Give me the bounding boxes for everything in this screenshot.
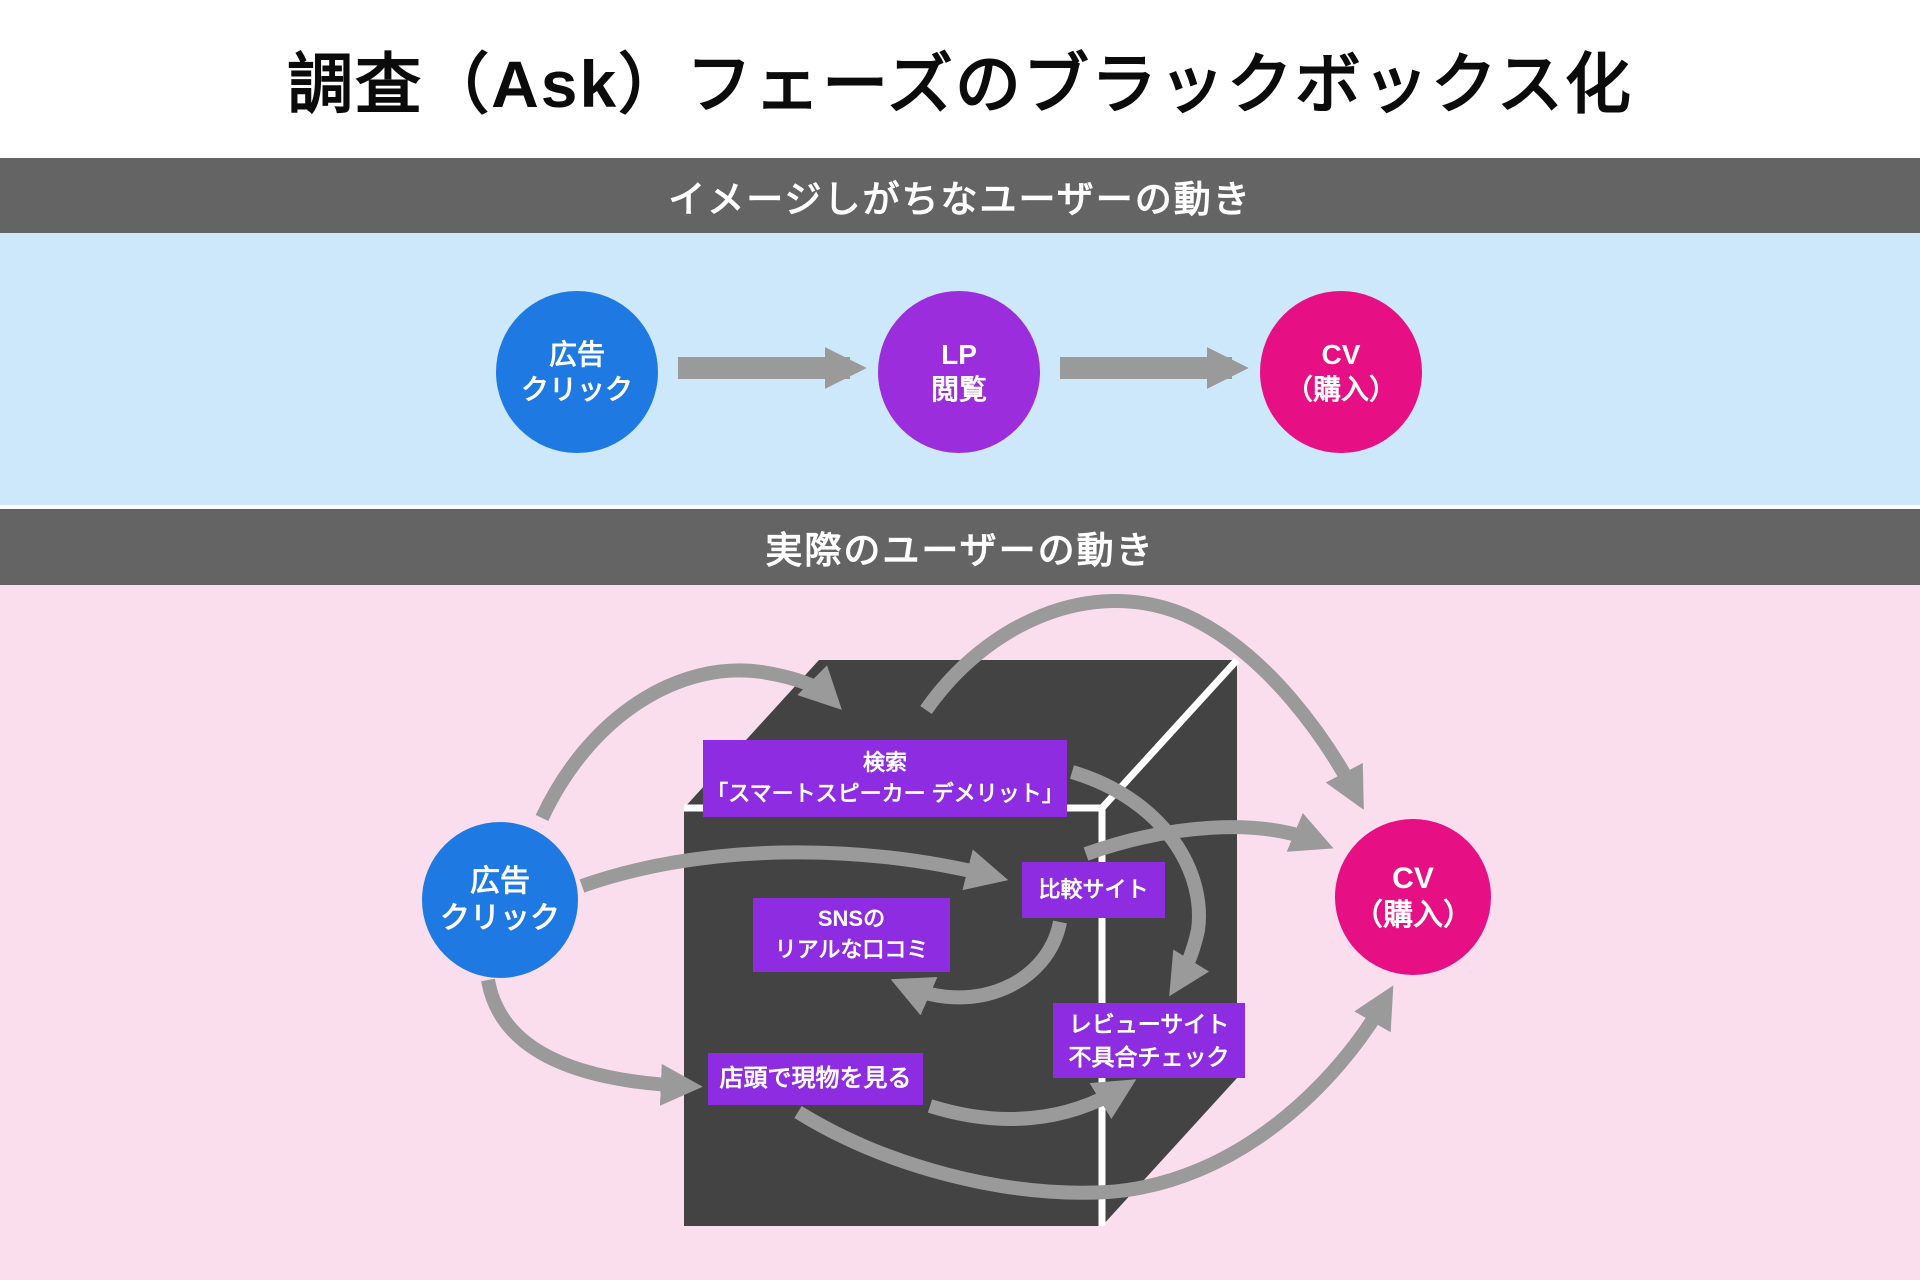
step-ad-click: 広告 クリック <box>496 291 658 453</box>
node-review-site-check: レビューサイト 不具合チェック <box>1053 1003 1245 1078</box>
imagined-banner-label: イメージしがちなユーザーの動き <box>668 178 1252 220</box>
actual-start-ad-click: 広告 クリック <box>422 822 578 978</box>
imagined-banner: イメージしがちなユーザーの動き <box>0 158 1920 233</box>
actual-banner: 実際のユーザーの動き <box>0 509 1920 585</box>
section-divider <box>0 505 1920 509</box>
step-cv-purchase: CV （購入） <box>1260 291 1422 453</box>
page-title: 調査（Ask）フェーズのブラックボックス化 <box>287 47 1633 121</box>
node-sns-reviews: SNSの リアルな口コミ <box>753 898 950 972</box>
step-lp-view: LP 閲覧 <box>878 291 1040 453</box>
title-area: 調査（Ask）フェーズのブラックボックス化 <box>0 0 1920 158</box>
node-comparison-site: 比較サイト <box>1022 862 1165 918</box>
actual-banner-label: 実際のユーザーの動き <box>765 530 1155 571</box>
actual-section <box>0 585 1920 1280</box>
node-store-visit: 店頭で現物を見る <box>708 1053 923 1105</box>
node-search-keyword: 検索 「スマートスピーカー デメリット」 <box>703 740 1067 817</box>
actual-goal-cv-purchase: CV （購入） <box>1335 819 1491 975</box>
